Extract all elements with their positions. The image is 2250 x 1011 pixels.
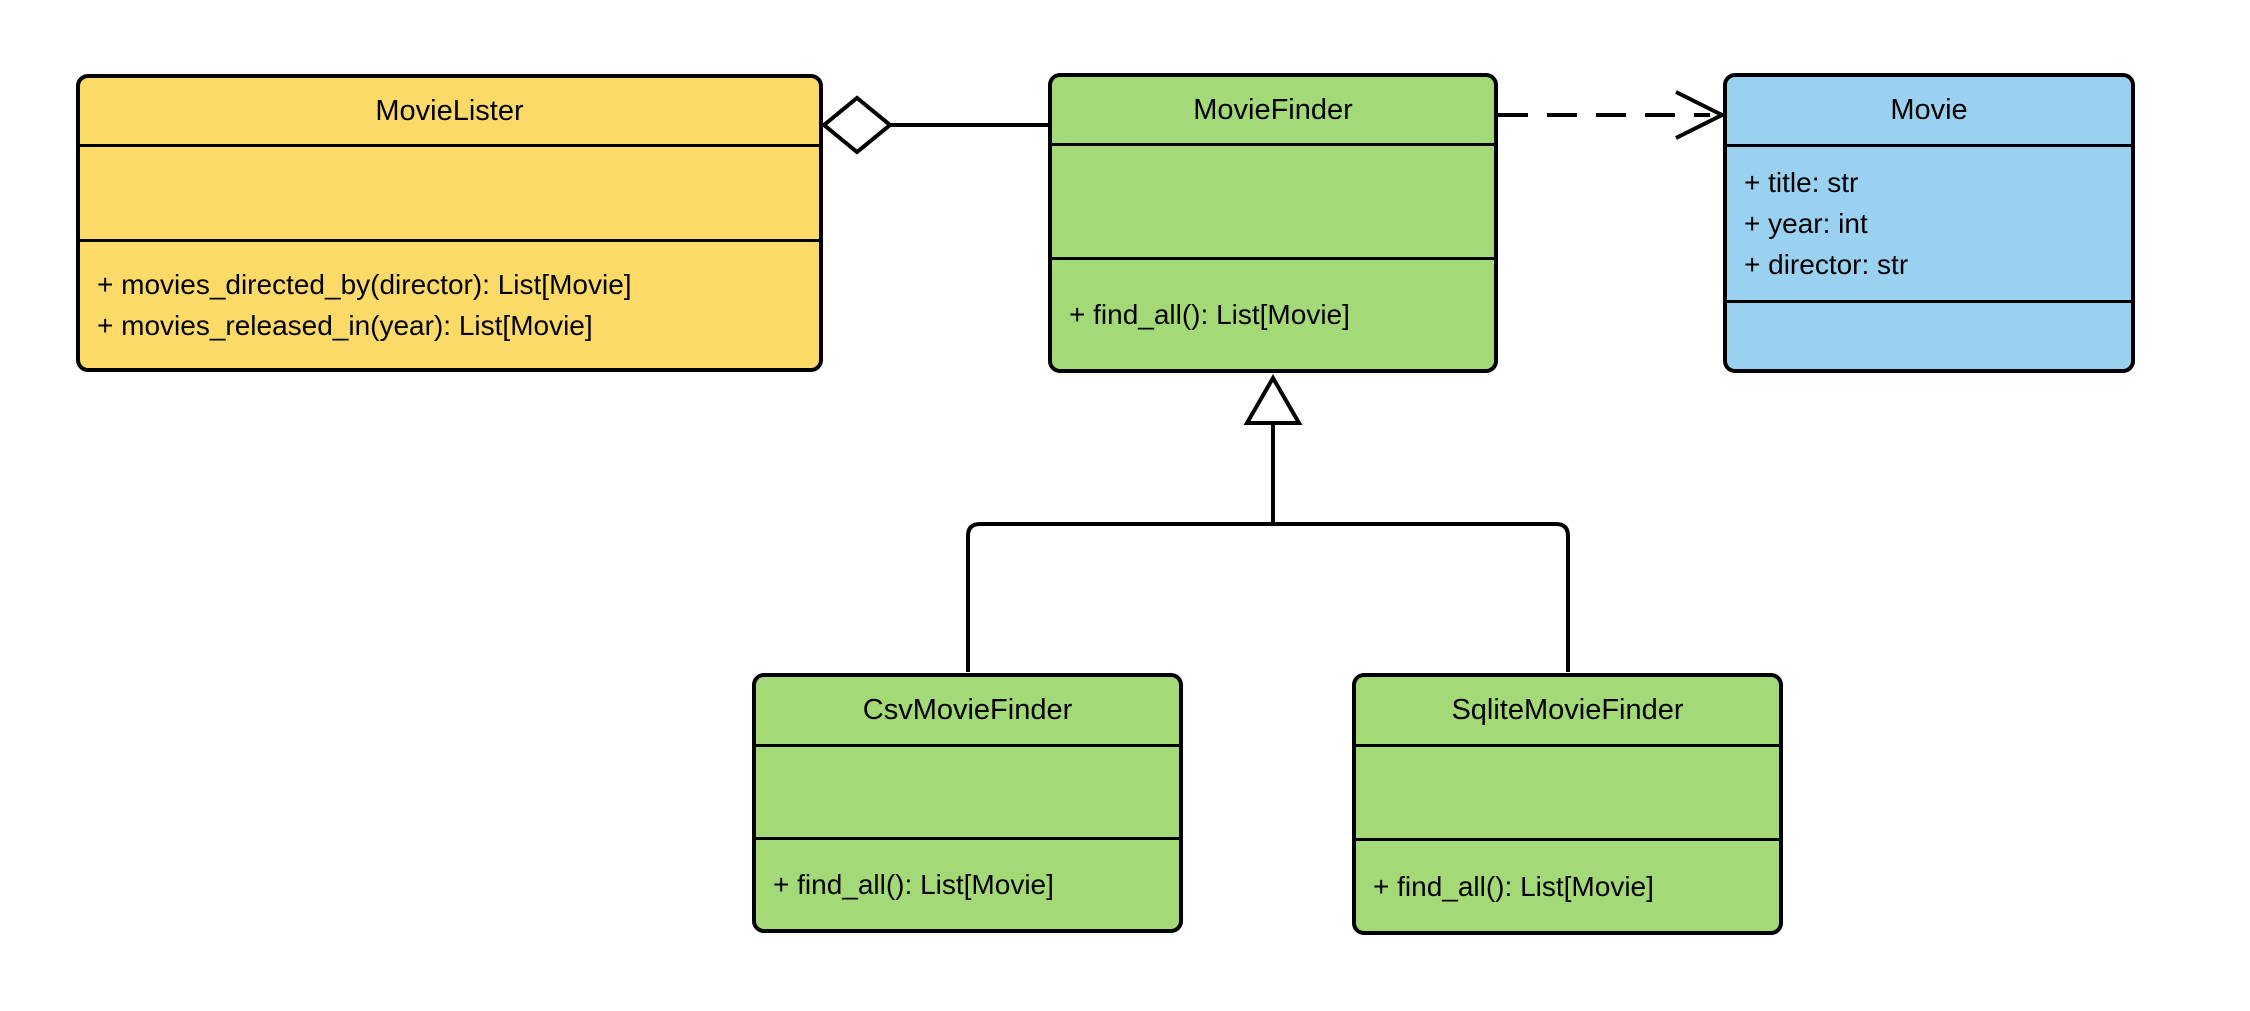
class-csvmoviefinder-methods: + find_all(): List[Movie] [756,837,1179,929]
class-csvmoviefinder: CsvMovieFinder + find_all(): List[Movie] [752,673,1183,933]
class-movielister: MovieLister + movies_directed_by(directo… [76,74,823,372]
generalization-triangle-icon [1243,374,1303,425]
method-label: + find_all(): List[Movie] [773,869,1054,900]
class-movielister-title: MovieLister [375,94,524,127]
class-movielister-methods: + movies_directed_by(director): List[Mov… [80,239,819,368]
aggregation-diamond-icon [820,95,894,155]
attribute-label: + director: str [1744,249,1909,280]
class-moviefinder-attributes [1052,143,1494,257]
class-movielister-attributes [80,144,819,239]
method-label: + movies_released_in(year): List[Movie] [97,310,593,341]
class-moviefinder: MovieFinder + find_all(): List[Movie] [1048,73,1498,373]
attribute-label: + year: int [1744,208,1868,239]
class-sqlitemoviefinder-title: SqliteMovieFinder [1451,694,1684,726]
class-movie: Movie + title: str + year: int + directo… [1723,73,2135,373]
generalization-branch-line [966,522,1570,672]
class-movie-attributes: + title: str + year: int + director: str [1727,144,2131,300]
class-moviefinder-title: MovieFinder [1193,93,1353,126]
class-movie-title: Movie [1890,94,1968,126]
class-movie-methods [1727,300,2131,369]
class-moviefinder-methods: + find_all(): List[Movie] [1052,257,1494,369]
dependency-arrowhead-icon [1675,90,1727,140]
class-csvmoviefinder-title: CsvMovieFinder [862,694,1073,726]
method-label: + find_all(): List[Movie] [1069,299,1350,330]
class-sqlitemoviefinder-methods: + find_all(): List[Movie] [1356,838,1779,931]
method-label: + find_all(): List[Movie] [1373,870,1654,902]
method-label: + movies_directed_by(director): List[Mov… [97,269,632,300]
attribute-label: + title: str [1744,167,1859,198]
class-sqlitemoviefinder-attributes [1356,744,1779,838]
class-csvmoviefinder-attributes [756,744,1179,837]
class-sqlitemoviefinder: SqliteMovieFinder + find_all(): List[Mov… [1352,673,1783,935]
